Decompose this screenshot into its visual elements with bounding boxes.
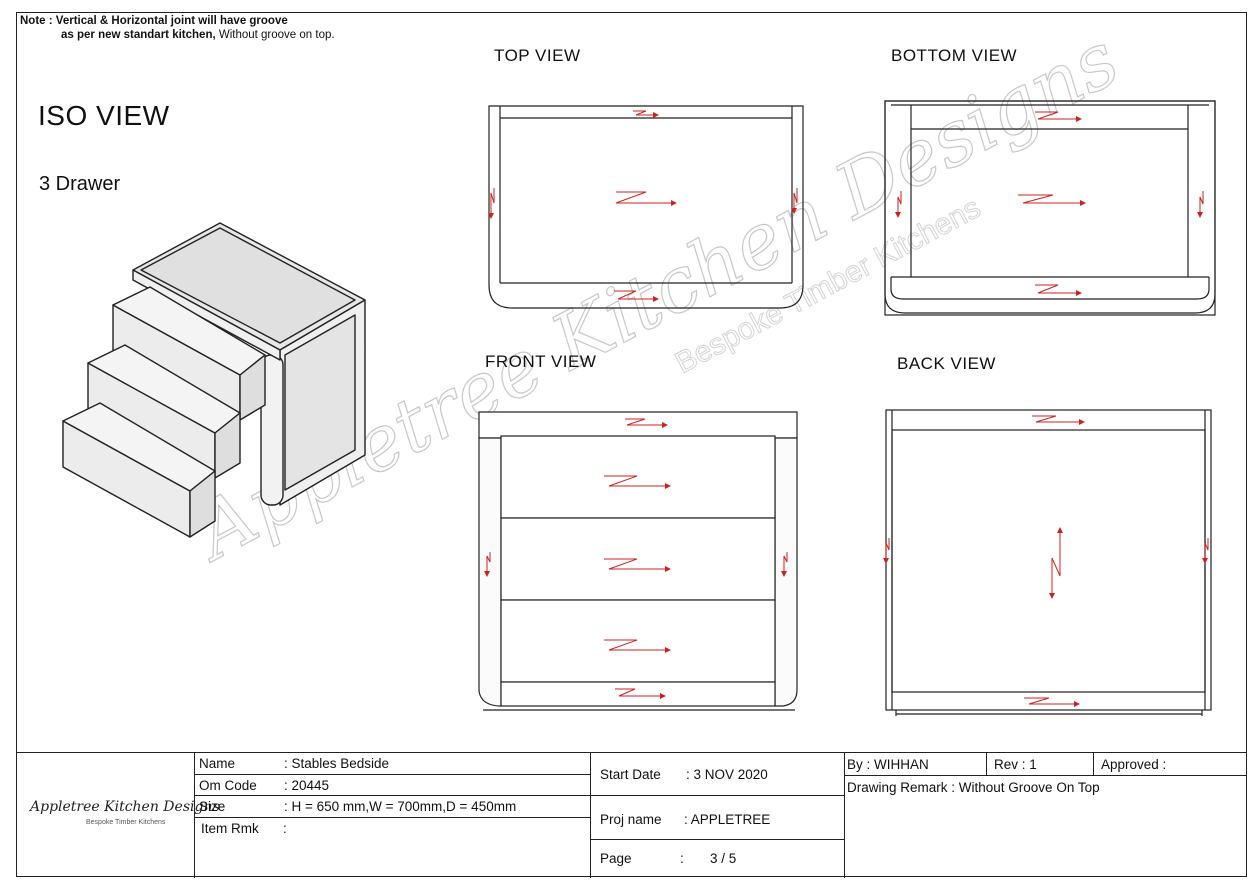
- front-drawer-2: [500, 517, 776, 601]
- size-value: : H = 650 mm,W = 700mm,D = 450mm: [284, 799, 517, 814]
- page-label: Page: [600, 851, 632, 866]
- drawing-sheet-border: [16, 12, 1247, 877]
- front-drawer-3: [500, 599, 776, 683]
- iso-view-drawing: [62, 222, 366, 538]
- iso-view-title: ISO VIEW: [38, 100, 170, 131]
- note-prefix: Note :: [20, 15, 56, 27]
- startdate-label: Start Date: [600, 767, 661, 782]
- name-value: : Stables Bedside: [284, 756, 390, 771]
- drawing-remark: Drawing Remark : Without Groove On Top: [847, 780, 1100, 795]
- itemrmk-label: Item Rmk: [201, 821, 259, 836]
- size-label: Size: [199, 799, 226, 814]
- omcode-label: Om Code: [199, 778, 257, 793]
- projname-value: : APPLETREE: [684, 812, 771, 827]
- note-line2a: as per new standart kitchen,: [61, 29, 219, 41]
- drawing-note: Note : Vertical & Horizontal joint will …: [20, 14, 335, 42]
- bottom-view-drawing: [884, 100, 1216, 316]
- logo-sub-text: Bespoke Timber Kitchens: [86, 819, 166, 826]
- front-view-title: FRONT VIEW: [485, 352, 597, 371]
- projname-label: Proj name: [600, 812, 662, 827]
- back-panel: [891, 429, 1206, 693]
- back-view-drawing: [883, 409, 1212, 716]
- startdate-value: : 3 NOV 2020: [686, 767, 768, 782]
- note-line1: Vertical & Horizontal joint will have gr…: [55, 15, 288, 27]
- title-block: Appletree Kitchen Designs Bespoke Timber…: [16, 752, 1247, 878]
- grain-arrow: [615, 191, 677, 206]
- front-drawer-1: [500, 435, 776, 519]
- rev-label: Rev : 1: [994, 757, 1037, 772]
- front-view-drawing: [478, 411, 798, 711]
- back-view-title: BACK VIEW: [897, 354, 996, 373]
- by-label: By : WIHHAN: [847, 757, 929, 772]
- bottom-view-title: BOTTOM VIEW: [891, 46, 1018, 65]
- top-view-drawing: [488, 105, 804, 309]
- note-line2b: Without groove on top.: [218, 29, 335, 41]
- top-view-title: TOP VIEW: [494, 46, 581, 65]
- iso-view-subtitle: 3 Drawer: [39, 173, 121, 195]
- approved-label: Approved :: [1101, 757, 1167, 772]
- omcode-value: : 20445: [284, 778, 330, 793]
- page-value: : 3 / 5: [680, 851, 737, 866]
- itemrmk-value: :: [283, 821, 287, 836]
- logo-main-text: Appletree Kitchen Designs: [30, 799, 220, 815]
- name-label: Name: [199, 756, 236, 771]
